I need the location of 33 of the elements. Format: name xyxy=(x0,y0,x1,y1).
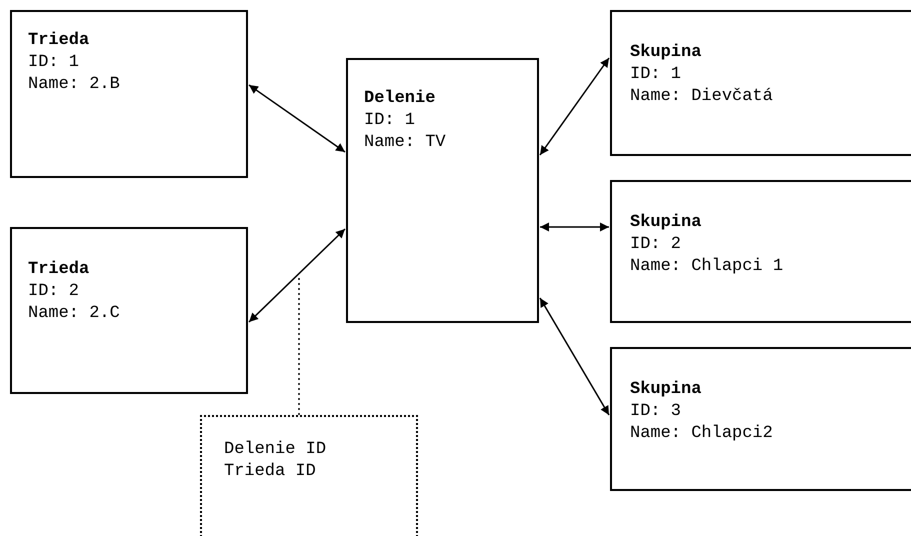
field-text: Name: 2.C xyxy=(28,303,120,325)
entity-title: Trieda xyxy=(28,259,90,281)
note-box xyxy=(200,415,418,536)
entity-box xyxy=(610,180,911,323)
field-text: Name: 2.B xyxy=(28,74,120,96)
entity-box xyxy=(610,347,911,491)
field-text: ID: 1 xyxy=(364,110,416,132)
field-text: ID: 2 xyxy=(630,234,682,256)
entity-title: Skupina xyxy=(630,379,702,401)
arrow xyxy=(248,84,346,153)
entity-title: Skupina xyxy=(630,212,702,234)
field-text: Trieda ID xyxy=(224,461,316,483)
entity-box xyxy=(10,227,248,394)
entity-box xyxy=(10,10,248,178)
entity-title: Delenie xyxy=(364,88,436,110)
entity-title: Trieda xyxy=(28,30,90,52)
field-text: Name: Chlapci2 xyxy=(630,423,773,445)
field-text: Name: Chlapci 1 xyxy=(630,256,784,278)
field-text: ID: 1 xyxy=(28,52,80,74)
field-text: Delenie ID xyxy=(224,439,326,461)
entity-box xyxy=(610,10,911,156)
arrow xyxy=(540,222,609,232)
field-text: Name: TV xyxy=(364,132,446,154)
arrow xyxy=(539,58,610,156)
field-text: ID: 3 xyxy=(630,401,682,423)
arrow xyxy=(539,298,610,416)
field-text: ID: 2 xyxy=(28,281,80,303)
entity-title: Skupina xyxy=(630,42,702,64)
arrow xyxy=(248,228,346,323)
field-text: ID: 1 xyxy=(630,64,682,86)
field-text: Name: Dievčatá xyxy=(630,86,773,108)
entity-box xyxy=(346,58,539,323)
leader-line xyxy=(298,278,300,415)
